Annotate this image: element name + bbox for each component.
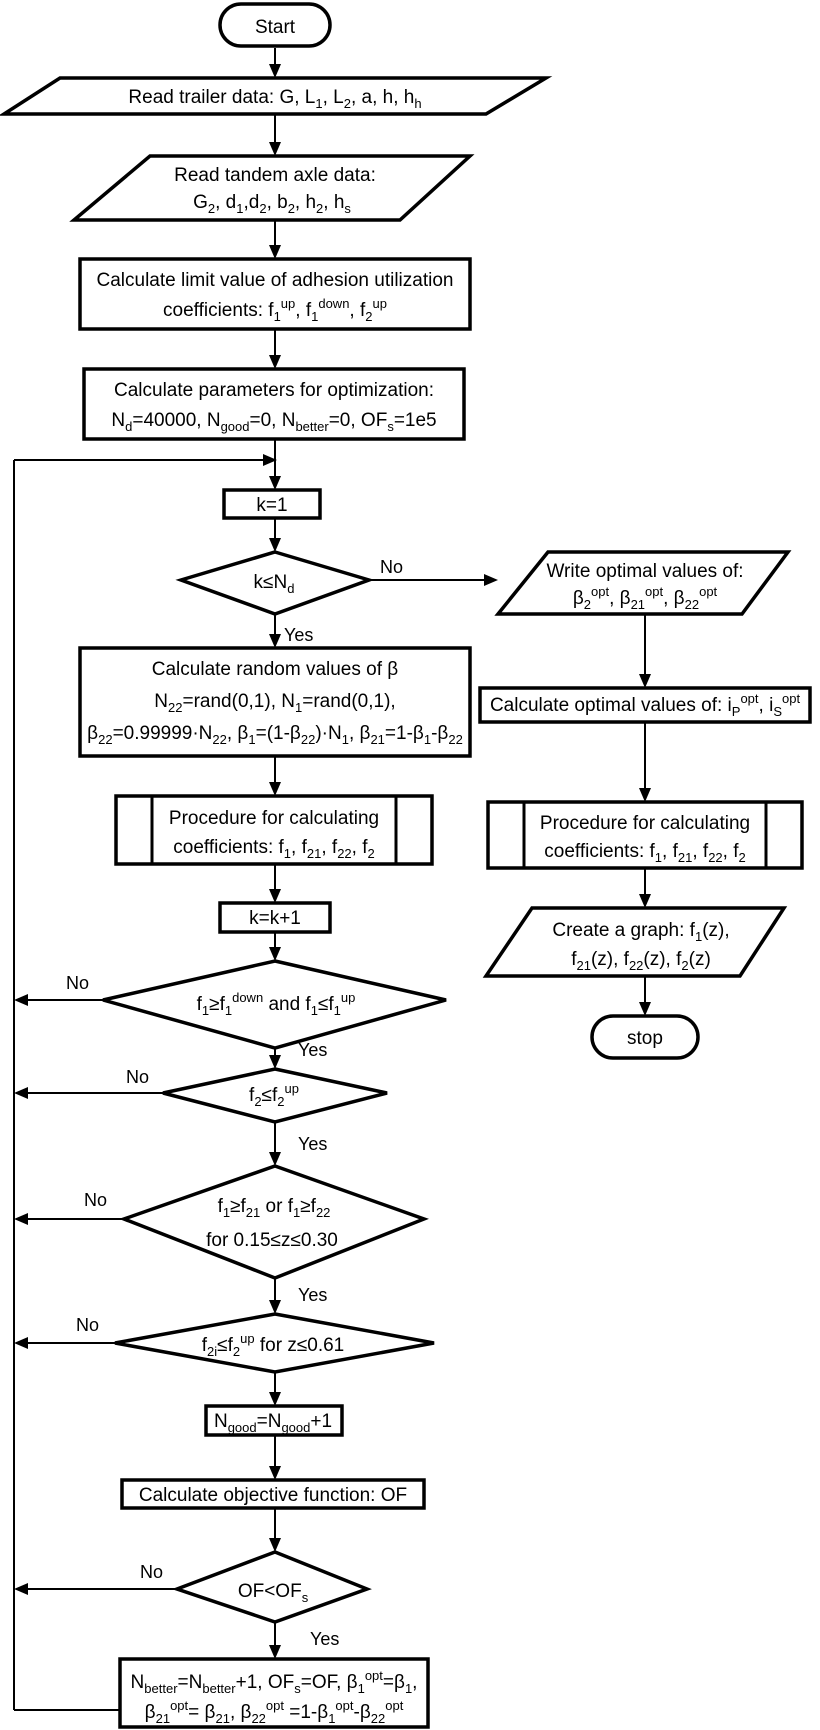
update-text-1: Nbetter=Nbetter+1, OFs=OF, β1opt=β1, bbox=[131, 1668, 418, 1696]
arrowhead bbox=[269, 355, 281, 369]
k-inc-text: k=k+1 bbox=[249, 908, 301, 929]
arrowheads bbox=[14, 64, 651, 1659]
read-trailer-text: Read trailer data: G, L1, L2, a, h, hh bbox=[128, 87, 421, 111]
arrowhead bbox=[269, 634, 281, 648]
label-yes-cond2: Yes bbox=[298, 1134, 327, 1154]
read-tandem-text-1: Read tandem axle data: bbox=[174, 165, 376, 186]
arrowhead bbox=[269, 947, 281, 961]
label-yes-cond5: Yes bbox=[310, 1629, 339, 1649]
arrowhead bbox=[269, 1152, 281, 1166]
create-graph bbox=[482, 906, 788, 978]
k-init-text: k=1 bbox=[256, 495, 287, 516]
decision-f2i-bound bbox=[114, 1312, 435, 1374]
arrowhead bbox=[14, 1213, 28, 1225]
arrowhead bbox=[14, 1337, 28, 1349]
label-no-cond2: No bbox=[126, 1067, 149, 1087]
k-init-box bbox=[222, 488, 322, 520]
stop-terminal bbox=[590, 1014, 700, 1060]
random-text-2: N22=rand(0,1), N1=rand(0,1), bbox=[154, 691, 395, 715]
arrowhead bbox=[269, 889, 281, 903]
arrowhead bbox=[269, 476, 281, 490]
calculate-random-values bbox=[78, 646, 472, 758]
stop-text: stop bbox=[627, 1028, 663, 1049]
graph-text-1: Create a graph: f1(z), bbox=[552, 920, 729, 944]
decision-f1-bounds bbox=[102, 959, 447, 1050]
random-text-3: β22=0.99999·N22, β1=(1-β22)·N1, β21=1-β1… bbox=[87, 723, 463, 747]
calculate-limit-values bbox=[78, 257, 472, 331]
cond3-text-2: for 0.15≤z≤0.30 bbox=[206, 1230, 338, 1251]
read-tandem-axle-data bbox=[69, 154, 475, 222]
label-no-cond1: No bbox=[66, 973, 89, 993]
arrowhead bbox=[639, 1002, 651, 1016]
label-no-cond3: No bbox=[84, 1190, 107, 1210]
params-text-2: Nd=40000, Ngood=0, Nbetter=0, OFs=1e5 bbox=[111, 410, 436, 434]
arrowhead bbox=[269, 1538, 281, 1552]
arrowhead bbox=[639, 674, 651, 688]
arrowhead bbox=[269, 64, 281, 78]
arrowhead bbox=[269, 1466, 281, 1480]
decision-f1-vs-f21-f22 bbox=[118, 1164, 429, 1280]
decision-of-less-than-ofs bbox=[171, 1550, 372, 1624]
cond5-text: OF<OFs bbox=[238, 1581, 309, 1605]
label-yes-k: Yes bbox=[284, 625, 313, 645]
ngood-increment-box bbox=[204, 1404, 344, 1437]
ngood-text: Ngood=Ngood+1 bbox=[214, 1411, 332, 1435]
k-condition-decision bbox=[175, 550, 375, 616]
arrowhead bbox=[263, 454, 277, 466]
update-best-values bbox=[118, 1657, 430, 1729]
limit-text-1: Calculate limit value of adhesion utiliz… bbox=[97, 270, 454, 291]
arrowhead bbox=[14, 994, 28, 1006]
procedure-right bbox=[486, 800, 804, 870]
write-optimal-values bbox=[494, 550, 792, 616]
update-text-2: β21opt= β21, β22opt =1-β1opt-β22opt bbox=[145, 1698, 404, 1726]
label-yes-cond3: Yes bbox=[298, 1285, 327, 1305]
arrowhead bbox=[269, 1300, 281, 1314]
arrowhead bbox=[269, 142, 281, 156]
arrowhead bbox=[269, 1055, 281, 1069]
k-increment-box bbox=[218, 901, 332, 934]
proc-left-text-1: Procedure for calculating bbox=[169, 808, 379, 829]
label-no-k: No bbox=[380, 557, 403, 577]
label-no-cond4: No bbox=[76, 1315, 99, 1335]
arrowhead bbox=[639, 788, 651, 802]
arrowhead bbox=[269, 245, 281, 259]
read-trailer-data bbox=[0, 76, 553, 116]
params-text-1: Calculate parameters for optimization: bbox=[114, 380, 434, 401]
calculate-optimal-ratios bbox=[478, 686, 812, 724]
random-text-1: Calculate random values of β bbox=[152, 659, 399, 680]
arrowhead bbox=[484, 574, 498, 586]
objective-text: Calculate objective function: OF bbox=[139, 1485, 407, 1506]
arrowhead bbox=[269, 782, 281, 796]
cond3-text-1: f1≥f21 or f1≥f22 bbox=[218, 1196, 331, 1220]
connectors bbox=[13, 48, 646, 1711]
arrowhead bbox=[269, 1645, 281, 1659]
arrowhead bbox=[14, 1087, 28, 1099]
cond4-text: f2i≤f2up for z≤0.61 bbox=[202, 1331, 344, 1359]
arrowhead bbox=[14, 1583, 28, 1595]
start-terminal bbox=[218, 2, 332, 48]
calculate-objective-function bbox=[120, 1478, 426, 1510]
arrowhead bbox=[639, 894, 651, 908]
label-no-cond5: No bbox=[140, 1562, 163, 1582]
proc-right-text-1: Procedure for calculating bbox=[540, 813, 750, 834]
label-yes-cond1: Yes bbox=[298, 1040, 327, 1060]
calculate-optimization-parameters bbox=[82, 367, 466, 441]
arrowhead bbox=[269, 538, 281, 552]
arrowhead bbox=[269, 1392, 281, 1406]
cond1-text: f1≥f1down and f1≤f1up bbox=[197, 990, 356, 1018]
write-text-1: Write optimal values of: bbox=[546, 561, 743, 582]
procedure-left bbox=[114, 794, 434, 866]
decision-f2-bound bbox=[162, 1067, 388, 1124]
read-tandem-text-2: G2, d1,d2, b2, h2, hs bbox=[193, 192, 351, 216]
start-text: Start bbox=[255, 17, 296, 38]
